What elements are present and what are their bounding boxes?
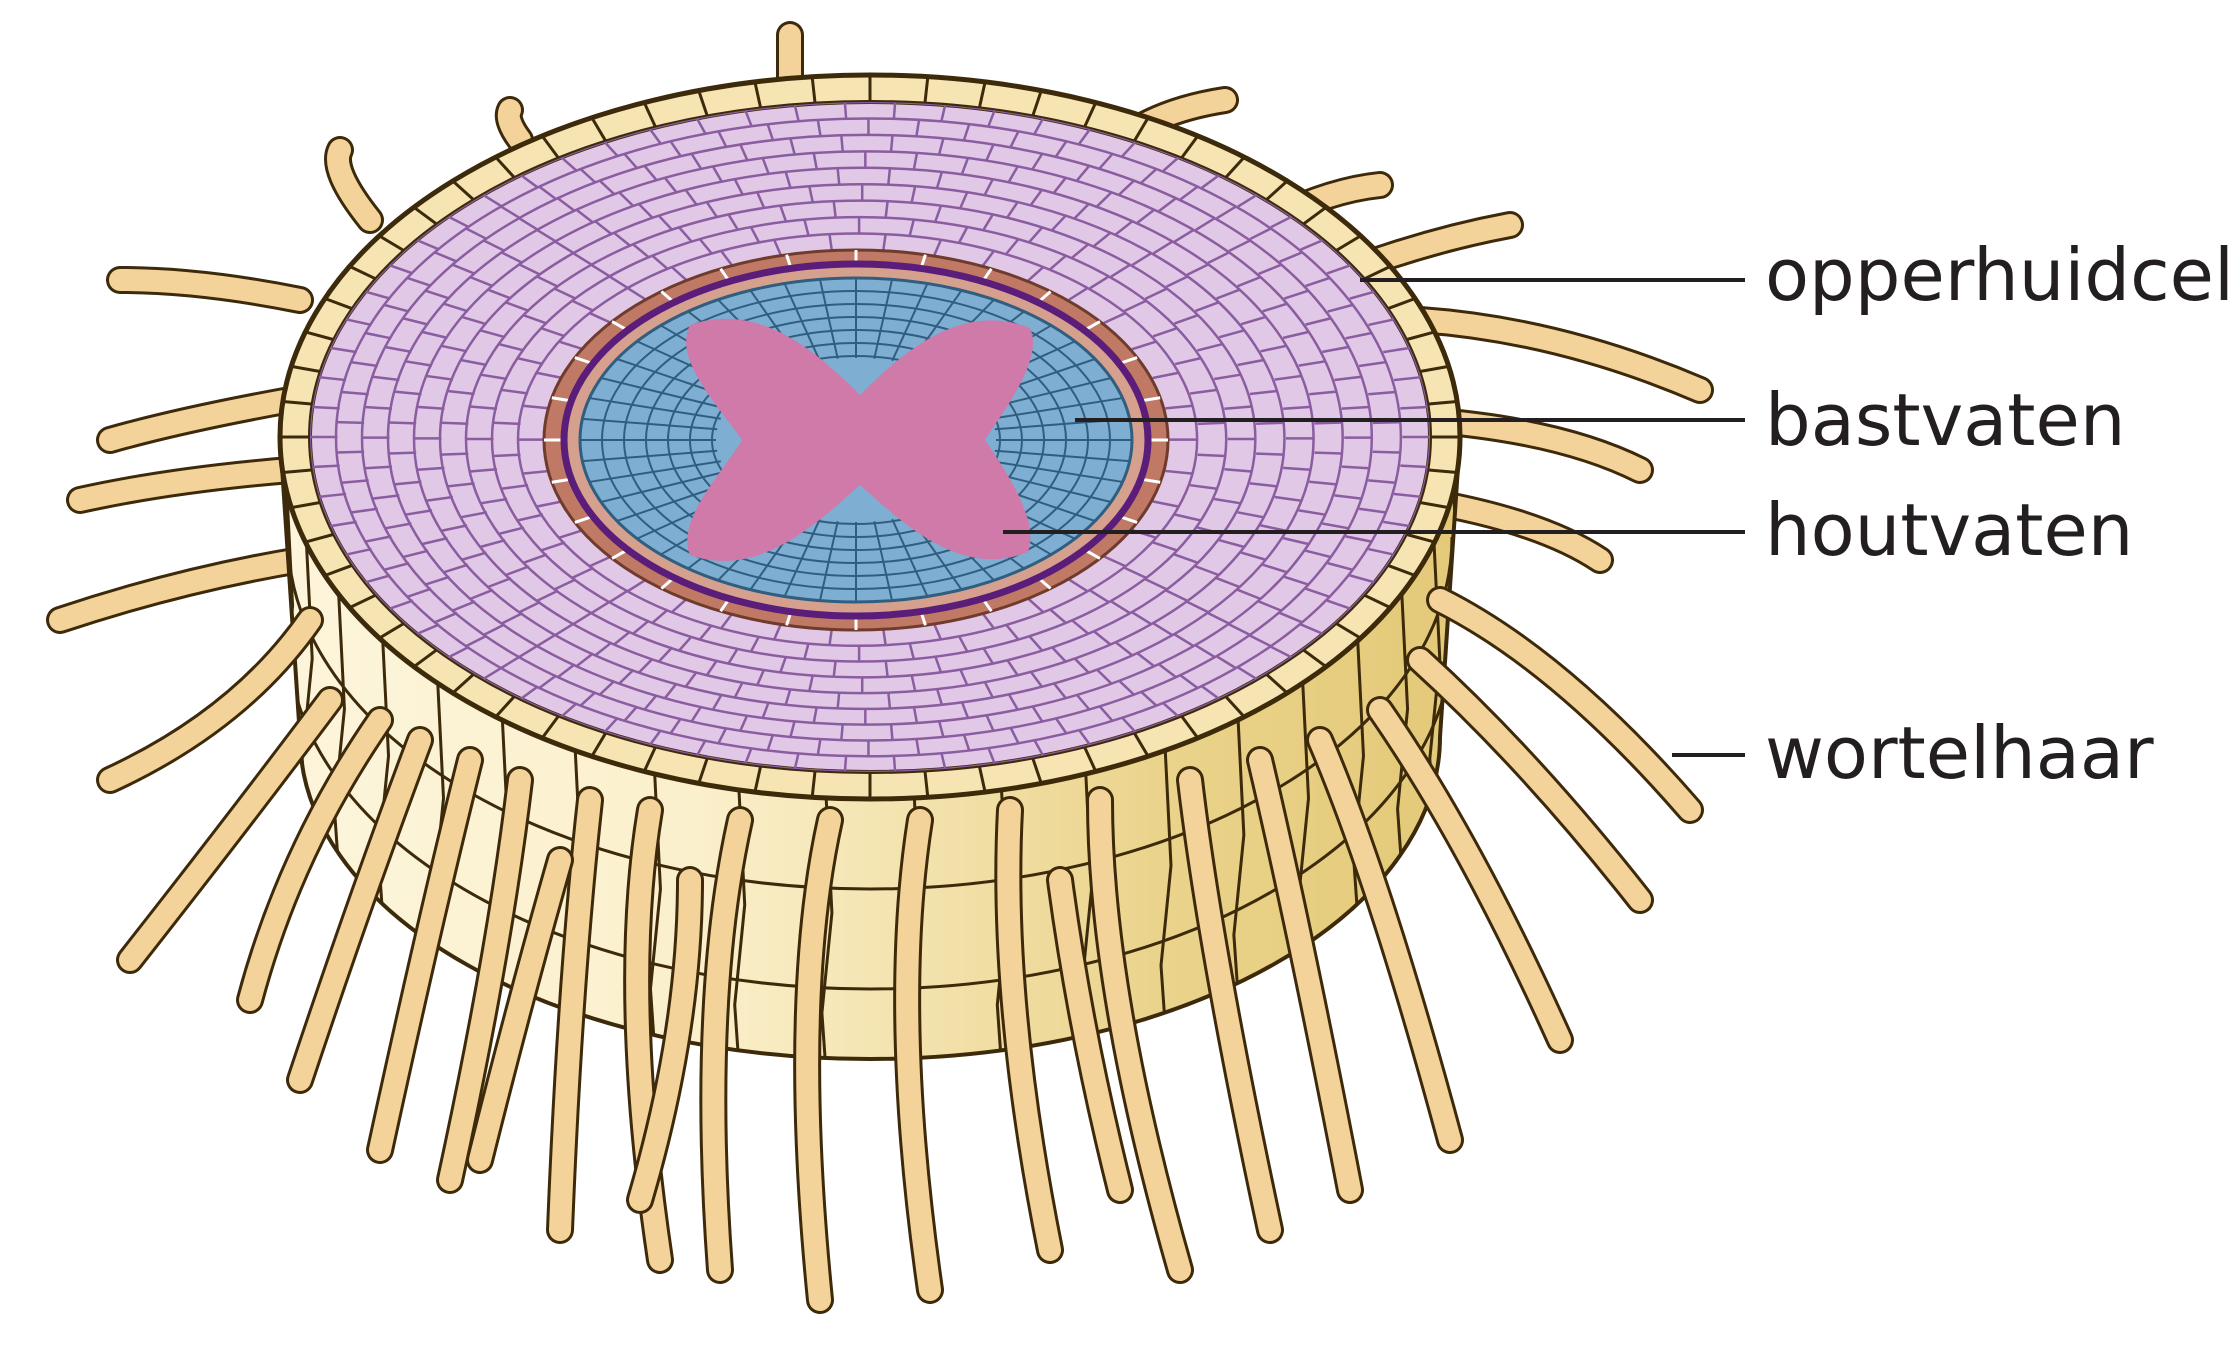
cortex-cell-wall (1198, 423, 1225, 424)
root-hair (1420, 660, 1640, 900)
root-hair (509, 110, 520, 140)
cortex-cell-wall (845, 756, 846, 772)
cortex-cell-wall (493, 423, 520, 424)
cortex-cell-wall (845, 102, 846, 118)
label-xylem-text: houtvaten (1765, 488, 2133, 572)
cortex-cell-wall (312, 407, 339, 408)
root-hair (60, 560, 300, 620)
cortex-cell-wall (838, 168, 840, 184)
root-hair (338, 150, 370, 220)
cortex-cell-wall (894, 756, 895, 772)
cortex-cell-wall (1342, 467, 1369, 469)
cortex-cell-wall (1256, 423, 1284, 424)
label-root-hair-text: wortelhaar (1765, 711, 2154, 795)
cortex-cell-wall (493, 455, 520, 456)
cortex-cell-wall (841, 724, 842, 740)
cortex-cell-wall (441, 454, 469, 455)
label-epidermis-cell: opperhuidcel (1360, 233, 2228, 317)
cortex-cell-wall (891, 135, 892, 151)
cortex-cell-wall (894, 102, 895, 118)
cortex-cell-wall (337, 422, 365, 423)
cortex-cell-wall (1314, 453, 1342, 454)
cortex-cell-wall (337, 452, 365, 453)
cortex-cell-wall (1400, 407, 1427, 408)
cortex-cell-wall (312, 466, 339, 467)
cortex-cell-wall (1400, 466, 1427, 467)
label-epidermis-cell-text: opperhuidcel (1765, 233, 2228, 317)
cortex-cell-wall (838, 692, 840, 708)
cortex-cell-wall (1373, 422, 1401, 423)
label-phloem-text: bastvaten (1765, 378, 2125, 462)
root-top-face (280, 75, 1460, 799)
cortex-cell-wall (441, 423, 469, 424)
cortex-cell-wall (1373, 452, 1401, 453)
cortex-cell-wall (888, 168, 890, 184)
cortex-cell-wall (1314, 422, 1342, 423)
cortex-cell-wall (1198, 455, 1225, 456)
cortex-cell-wall (888, 692, 890, 708)
cortex-cell-wall (841, 135, 842, 151)
cortex-cell-wall (365, 407, 392, 409)
cortex-cell-wall (389, 422, 417, 423)
cortex-cell-wall (1342, 407, 1369, 409)
cortex-cell-wall (1256, 454, 1284, 455)
cortex-cell-wall (389, 453, 417, 454)
label-root-hair: wortelhaar (1672, 711, 2154, 795)
cortex-cell-wall (891, 724, 892, 740)
cortex-cell-wall (365, 467, 392, 469)
